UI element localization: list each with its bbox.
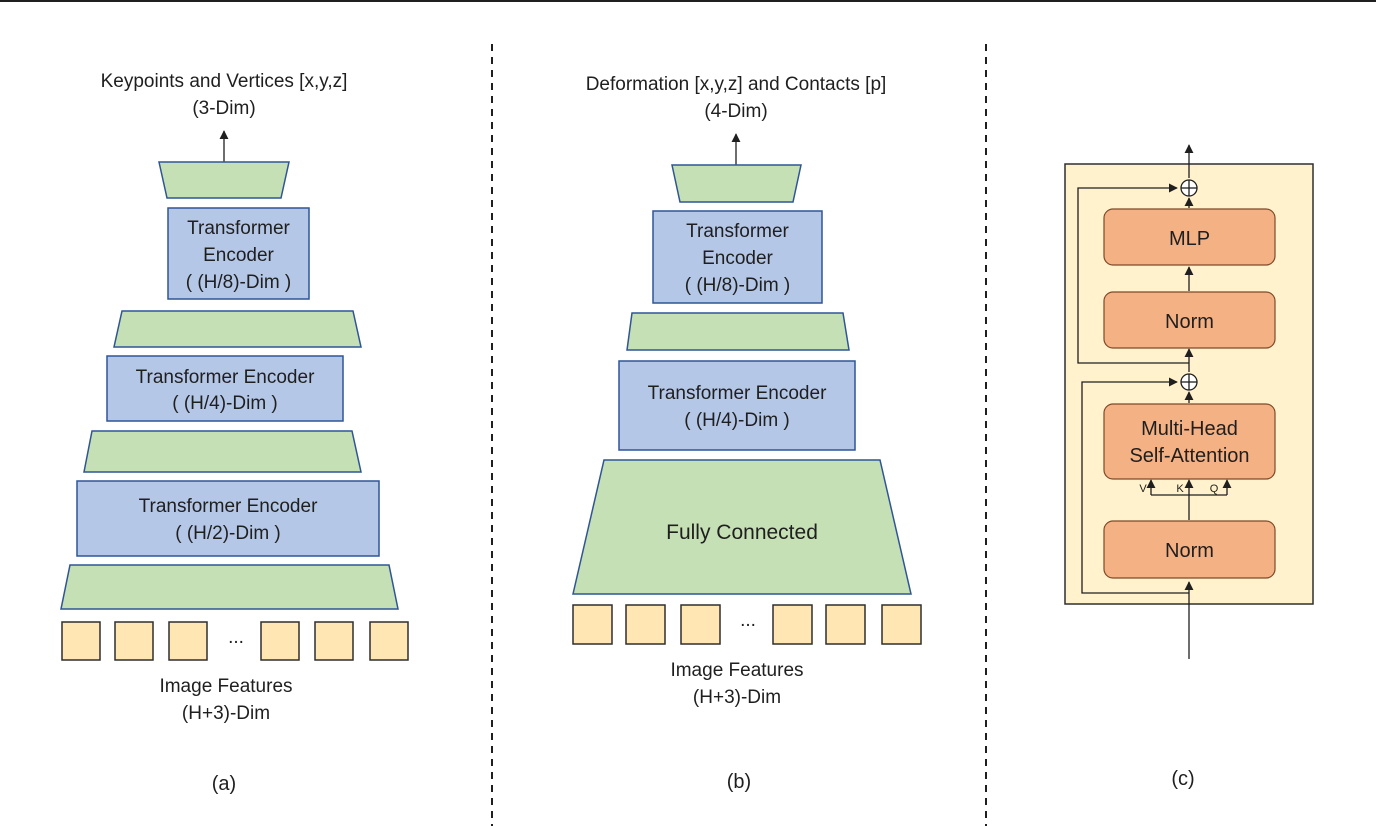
panel-c-norm-bottom-block: [1103, 520, 1276, 579]
panel-b-ellipsis: ...: [740, 610, 756, 631]
panel-b-fully-connected-label: Fully Connected: [666, 521, 818, 544]
panel-a-encoder-bottom-line2: ( (H/2)-Dim ): [175, 523, 281, 544]
panel-b-encoder-top-line2: Encoder: [702, 248, 773, 269]
panel-a-encoder-mid: [106, 355, 344, 422]
panel-a-feature-token: [168, 621, 208, 661]
panel-b-encoder-top-line1: Transformer: [686, 221, 789, 242]
panel-c-residual-connection-2: [1077, 183, 1189, 364]
panel-b-encoder-mid-line2: ( (H/4)-Dim ): [684, 410, 790, 431]
panel-a-linear-layer-top: [158, 161, 290, 199]
panel-a-encoder-top-line1: Transformer: [187, 218, 290, 239]
panel-c-mlp-block: [1103, 208, 1276, 266]
panel-b-encoder-top: [652, 210, 823, 304]
panel-b-input-dim: (H+3)-Dim: [693, 687, 781, 708]
panel-a-encoder-bottom-line1: Transformer Encoder: [139, 496, 318, 517]
panel-b-feature-token: [825, 604, 866, 645]
panel-c-caption: (c): [1171, 768, 1194, 790]
panel-a-linear-layer-bottom: [60, 564, 399, 610]
panel-a-encoder-top: [167, 207, 310, 300]
panel-c-q-label: Q: [1210, 483, 1219, 495]
panel-a-linear-layer-low: [83, 430, 362, 473]
panel-b-feature-token: [772, 604, 813, 645]
panel-b-feature-token: [625, 604, 666, 645]
panel-b-caption: (b): [727, 771, 751, 793]
panel-a-output-title: Keypoints and Vertices [x,y,z]: [101, 71, 348, 92]
panel-c-mlp-label: MLP: [1169, 228, 1210, 250]
panel-b-encoder-top-line3: ( (H/8)-Dim ): [685, 275, 791, 296]
panel-c-norm-bottom-label: Norm: [1165, 540, 1214, 562]
panel-a-linear-layer-mid: [113, 310, 362, 348]
panel-c-attention-label-line2: Self-Attention: [1129, 445, 1249, 467]
panel-c-k-label: K: [1176, 483, 1184, 495]
panel-c-v-label: V: [1139, 483, 1147, 495]
panel-b-output-title: Deformation [x,y,z] and Contacts [p]: [586, 74, 887, 95]
panel-b: Deformation [x,y,z] and Contacts [p] (4-…: [572, 74, 922, 793]
panel-a-encoder-mid-line2: ( (H/4)-Dim ): [172, 393, 278, 414]
panel-a-caption: (a): [212, 773, 236, 795]
panel-a-output-dim: (3-Dim): [192, 98, 255, 119]
panel-c-residual-connection-1: [1081, 377, 1189, 594]
panel-b-encoder-mid: [618, 360, 856, 451]
panel-b-feature-token: [680, 604, 721, 645]
panel-a-feature-token: [260, 621, 300, 661]
panel-b-linear-layer-mid: [626, 312, 850, 351]
panel-c: MLP Norm Multi-Head Self-Attention Norm …: [1064, 144, 1314, 790]
panel-c-add-icon-bottom: [1180, 373, 1198, 391]
panel-a: Keypoints and Vertices [x,y,z] (3-Dim) T…: [60, 71, 409, 795]
panel-b-input-label: Image Features: [670, 660, 803, 681]
panel-b-fully-connected-layer: [572, 459, 912, 595]
panel-a-feature-token: [61, 621, 101, 661]
panel-c-add-icon-top: [1180, 179, 1198, 197]
panel-b-feature-token: [881, 604, 922, 645]
panel-c-attention-label-line1: Multi-Head: [1141, 418, 1238, 440]
panel-a-input-label: Image Features: [159, 676, 292, 697]
panel-a-ellipsis: ...: [228, 627, 244, 648]
panel-a-feature-token: [369, 621, 409, 661]
panel-b-linear-layer-top: [671, 164, 802, 203]
panel-b-feature-token: [572, 604, 613, 645]
panel-b-encoder-mid-line1: Transformer Encoder: [648, 383, 827, 404]
panel-c-norm-top-block: [1103, 291, 1276, 349]
panel-c-attention-block: [1103, 403, 1276, 480]
panel-a-encoder-top-line2: Encoder: [203, 245, 274, 266]
top-border-line: [0, 0, 1376, 2]
panel-a-encoder-mid-line1: Transformer Encoder: [136, 367, 315, 388]
panel-a-input-dim: (H+3)-Dim: [182, 703, 270, 724]
panel-a-encoder-bottom: [76, 480, 380, 557]
panel-a-feature-token: [114, 621, 154, 661]
panel-a-encoder-top-line3: ( (H/8)-Dim ): [186, 272, 292, 293]
panel-a-feature-token: [314, 621, 354, 661]
panel-c-norm-top-label: Norm: [1165, 311, 1214, 333]
panel-b-output-dim: (4-Dim): [704, 101, 767, 122]
